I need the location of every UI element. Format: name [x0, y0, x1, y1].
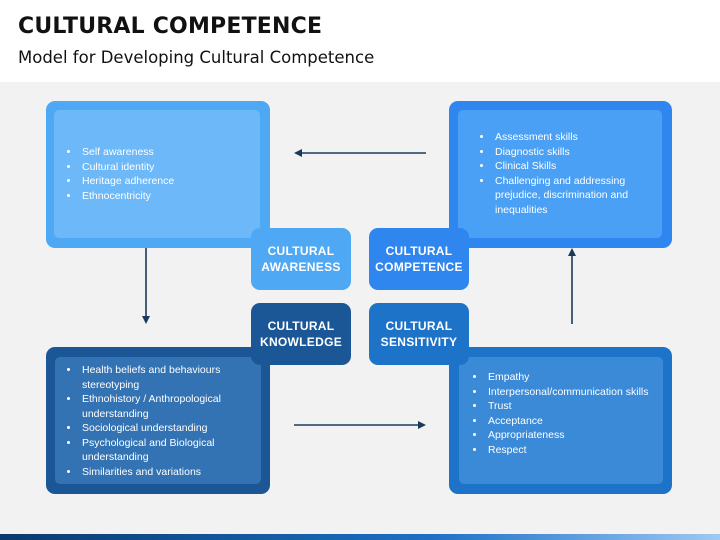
knowledge-list: Health beliefs and behaviours stereotypi… [60, 363, 265, 479]
list-item: Psychological and Biological understandi… [80, 436, 265, 465]
list-item: Ethnocentricity [80, 189, 270, 204]
awareness-label: CULTURAL AWARENESS [251, 228, 351, 290]
competence-label-line1: CULTURAL [385, 244, 453, 258]
list-item: Trust [486, 399, 666, 414]
awareness-panel-inner [54, 110, 260, 238]
list-item: Challenging and addressing prejudice, di… [493, 174, 673, 218]
list-item: Self awareness [80, 145, 270, 160]
list-item: Health beliefs and behaviours stereotypi… [80, 363, 265, 392]
knowledge-label: CULTURAL KNOWLEDGE [251, 303, 351, 365]
list-item: Acceptance [486, 414, 666, 429]
list-item: Cultural identity [80, 160, 270, 175]
awareness-label-line2: AWARENESS [261, 260, 341, 274]
knowledge-label-line1: CULTURAL [267, 319, 335, 333]
list-item: Assessment skills [493, 130, 673, 145]
list-item: Similarities and variations [80, 465, 265, 480]
competence-label-line2: COMPETENCE [375, 260, 463, 274]
page-title: CULTURAL COMPETENCE [18, 14, 323, 39]
awareness-label-line1: CULTURAL [267, 244, 335, 258]
list-item: Heritage adherence [80, 174, 270, 189]
competence-label: CULTURAL COMPETENCE [369, 228, 469, 290]
knowledge-panel-inner [55, 357, 261, 484]
sensitivity-panel-inner [459, 357, 663, 484]
knowledge-label-line2: KNOWLEDGE [259, 335, 343, 349]
list-item: Respect [486, 443, 666, 458]
competence-panel-inner [458, 110, 662, 238]
list-item: Ethnohistory / Anthropological understan… [80, 392, 265, 421]
list-item: Diagnostic skills [493, 145, 673, 160]
list-item: Interpersonal/communication skills [486, 385, 666, 400]
list-item: Empathy [486, 370, 666, 385]
competence-list: Assessment skills Diagnostic skills Clin… [473, 130, 673, 217]
sensitivity-list: Empathy Interpersonal/communication skil… [466, 370, 666, 457]
sensitivity-label-line2: SENSITIVITY [380, 335, 458, 349]
sensitivity-label: CULTURAL SENSITIVITY [369, 303, 469, 365]
bottom-accent-bar [0, 534, 720, 540]
sensitivity-label-line1: CULTURAL [385, 319, 453, 333]
list-item: Clinical Skills [493, 159, 673, 174]
awareness-list: Self awareness Cultural identity Heritag… [60, 145, 270, 203]
page-subtitle: Model for Developing Cultural Competence [18, 48, 375, 67]
list-item: Sociological understanding [80, 421, 265, 436]
list-item: Appropriateness [486, 428, 666, 443]
